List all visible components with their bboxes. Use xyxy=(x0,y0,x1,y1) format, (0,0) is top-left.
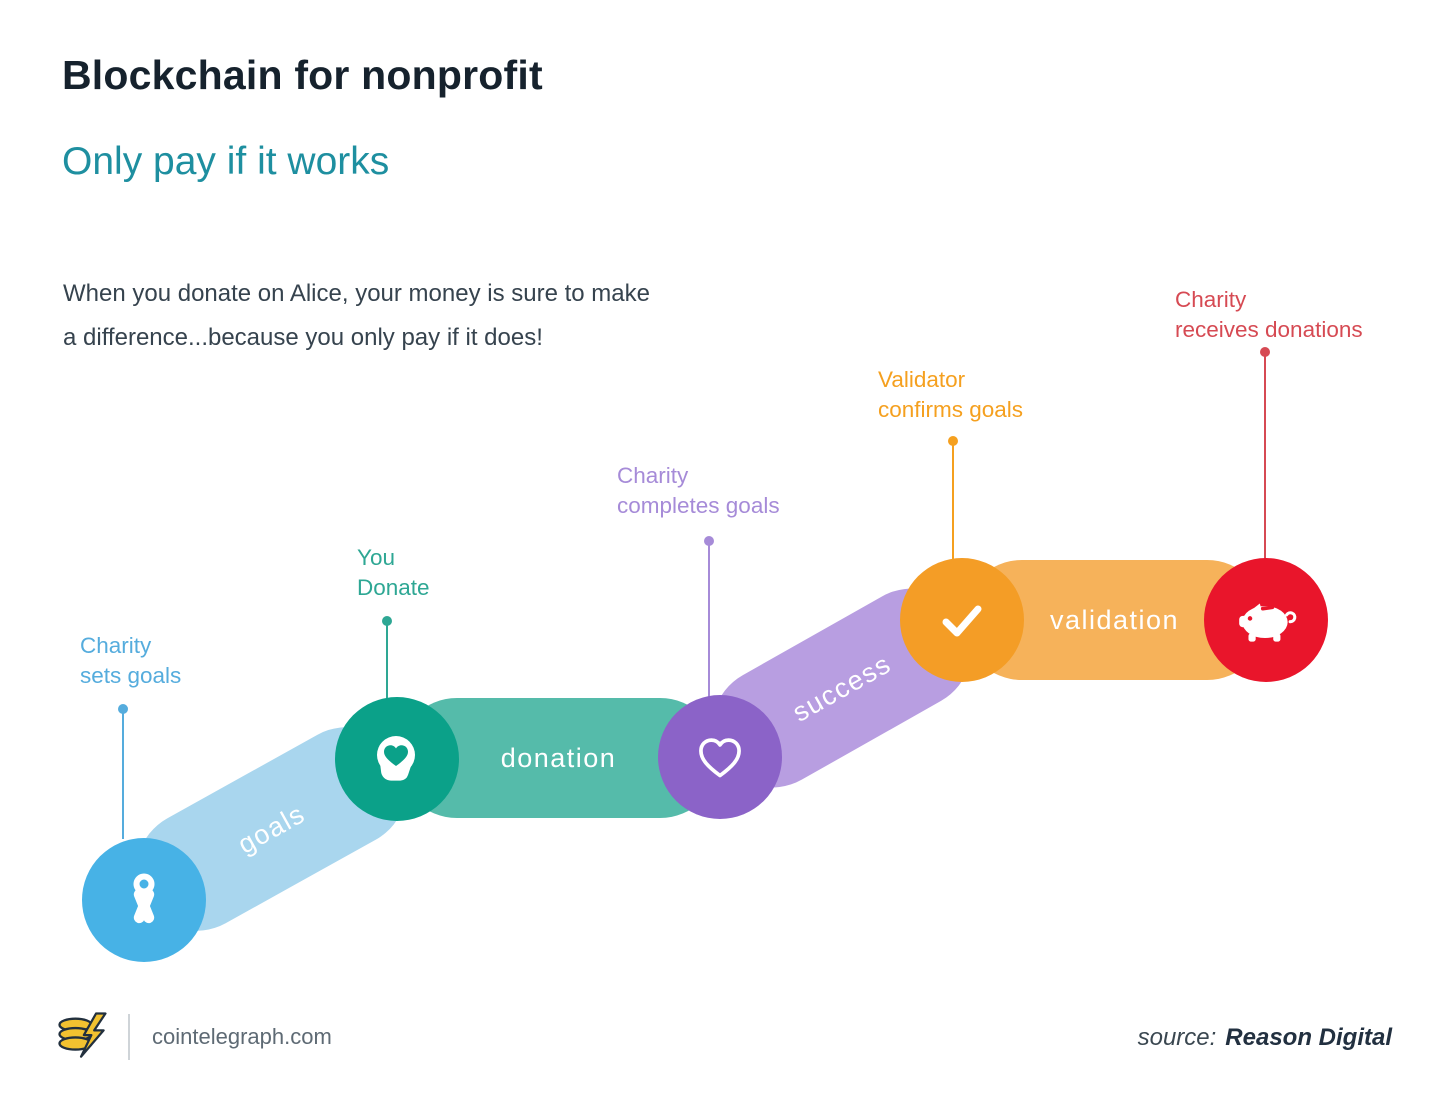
page-subtitle: Only pay if it works xyxy=(62,140,390,183)
connector-line-receive xyxy=(1264,352,1266,560)
footer-divider xyxy=(128,1014,130,1060)
connector-dot-donation xyxy=(382,616,392,626)
segment-label-validation: validation xyxy=(1049,604,1180,635)
step-circle-receive xyxy=(1204,558,1328,682)
step-circle-success xyxy=(658,695,782,819)
piggy-bank-icon xyxy=(1239,603,1297,642)
connector-line-goals xyxy=(122,709,124,839)
connector-dot-validation xyxy=(948,436,958,446)
step-circle-donation xyxy=(335,697,459,821)
segment-label-donation: donation xyxy=(500,742,617,773)
step-circle-goals xyxy=(82,838,206,962)
heart-outline-icon xyxy=(699,738,741,778)
source-label: source: xyxy=(1137,1024,1217,1051)
connector-dot-success xyxy=(704,536,714,546)
head-heart-icon xyxy=(377,736,415,781)
segment-label-success: success xyxy=(787,647,897,728)
callout-you-donate: You Donate xyxy=(357,545,430,600)
source-value: Reason Digital xyxy=(1225,1024,1392,1051)
callout-charity-receives: Charity receives donations xyxy=(1175,287,1363,342)
site-name: cointelegraph.com xyxy=(152,1024,332,1049)
callout-charity-sets-goals: Charity sets goals xyxy=(80,633,182,688)
page-title: Blockchain for nonprofit xyxy=(62,52,543,98)
step-circle-validation xyxy=(900,558,1024,682)
connector-dot-goals xyxy=(118,704,128,714)
cointelegraph-logo xyxy=(52,1006,112,1071)
segment-label-goals: goals xyxy=(232,797,311,860)
connector-line-validation xyxy=(952,441,954,560)
callout-validator-confirms: Validator confirms goals xyxy=(878,367,1024,422)
connector-line-donation xyxy=(386,621,388,699)
connector-dot-receive xyxy=(1260,347,1270,357)
awareness-ribbon-icon xyxy=(133,873,155,924)
source-credit: source: Reason Digital xyxy=(1138,1024,1392,1052)
description: When you donate on Alice, your money is … xyxy=(63,280,650,351)
callout-charity-completes: Charity completes goals xyxy=(617,463,780,518)
coin-stack-bolt-icon xyxy=(58,1012,107,1058)
connector-line-success xyxy=(708,541,710,697)
check-icon xyxy=(942,605,982,637)
